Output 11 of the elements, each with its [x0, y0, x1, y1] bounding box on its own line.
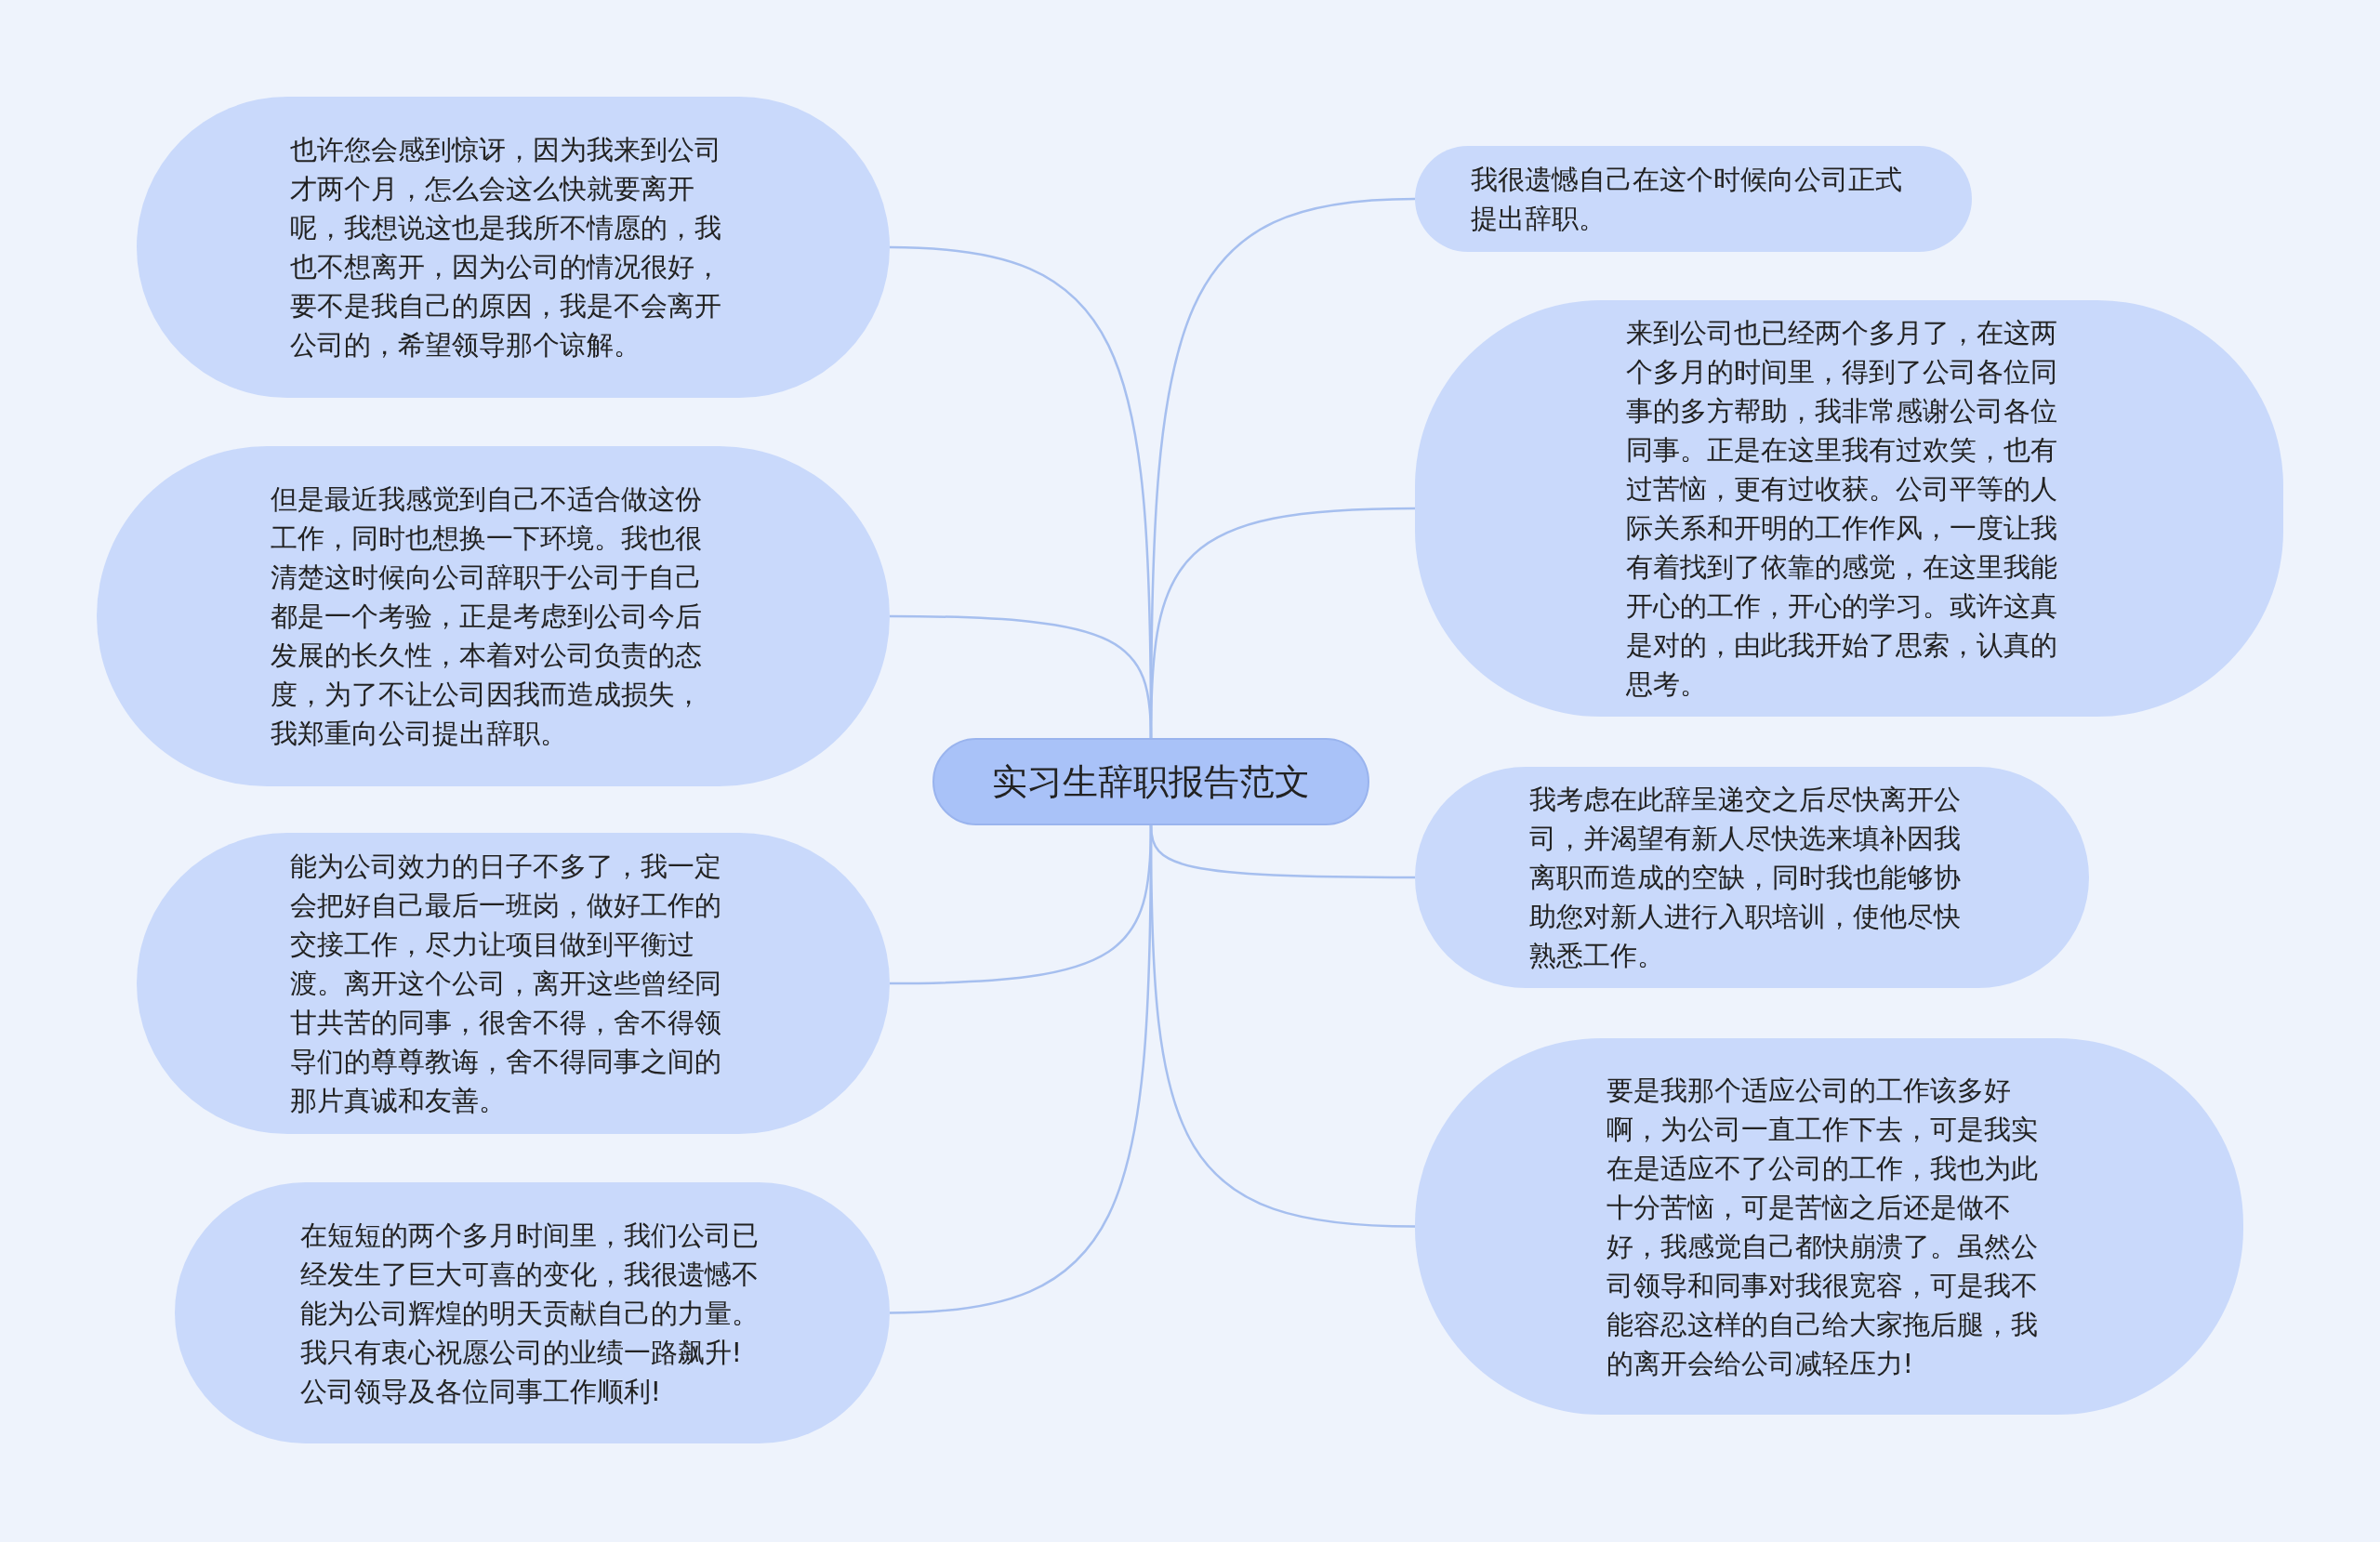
topic-text: 我考虑在此辞呈递交之后尽快离开公司，并渴望有新人尽快选来填补因我离职而造成的空缺，同时我也能够协助您对新人进行入职培训，使他尽快熟悉工作。	[1528, 783, 1962, 973]
connector-line	[1149, 825, 1416, 1228]
connector-line	[1149, 507, 1416, 738]
topic-text: 也许您会感到惊讶，因为我来到公司才两个月，怎么会这么快就要离开呢，我想说这也是我所不情愿的，我也不想离开，因为公司的情况很好，要不是我自己的原因，我是不会离开公司的，希望领导那个谅解。	[290, 133, 722, 362]
topic-text: 能为公司效力的日子不多了，我一定会把好自己最后一班岗，做好工作的交接工作，尽力让项目做到平衡过渡。离开这个公司，离开这些曾经同甘共苦的同事，很舍不得，舍不得领导们的尊尊教诲，舍不得同事之间的那片真诚和友善。	[290, 850, 722, 1118]
topic-text: 来到公司也已经两个多月了，在这两个多月的时间里，得到了公司各位同事的多方帮助，我非常感谢公司各位同事。正是在这里我有过欢笑，也有过苦恼，更有过收获。公司平等的人际关系和开明的工作作风，一度让我有着找到了依靠的感觉，在这里我能开心的工作，开心的学习。或许这真是对的，由此我开始了思索，认真的思考。	[1626, 316, 2058, 702]
topic-text: 我很遗憾自己在这个时候向公司正式提出辞职。	[1470, 163, 1903, 236]
topic-text: 要是我那个适应公司的工作该多好啊，为公司一直工作下去，可是我实在是适应不了公司的工作，我也为此十分苦恼，可是苦恼之后还是做不好，我感觉自己都快崩溃了。虽然公司领导和同事对我很宽容，可是我不能容忍这样的自己给大家拖后腿，我的离开会给公司减轻压力!	[1606, 1073, 2039, 1381]
topic-title: 实习生辞职报告范文	[992, 760, 1310, 803]
topic-text: 在短短的两个多月时间里，我们公司已经发生了巨大可喜的变化，我很遗憾不能为公司辉煌的明天贡献自己的力量。我只有衷心祝愿公司的业绩一路飙升!公司领导及各位同事工作顺利!	[299, 1218, 760, 1409]
topic-text: 但是最近我感觉到自己不适合做这份工作，同时也想换一下环境。我也很清楚这时候向公司辞职于公司于自己都是一个考验，正是考虑到公司今后发展的长久性，本着对公司负责的态度，为了不让公司因我而造成损失，我郑重向公司提出辞职。	[270, 482, 703, 751]
